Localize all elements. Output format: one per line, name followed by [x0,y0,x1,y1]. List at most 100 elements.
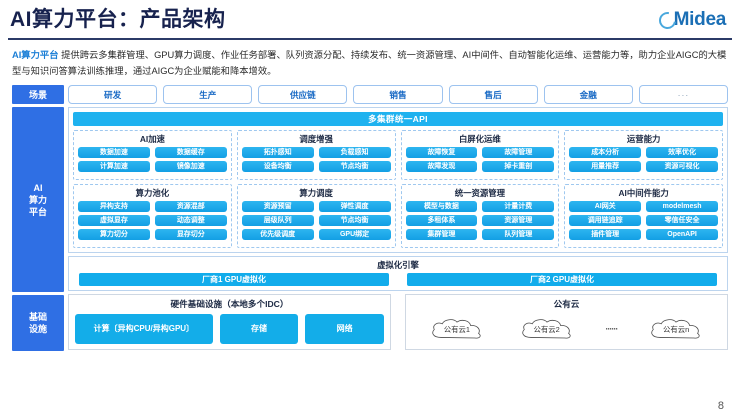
chip[interactable]: 显存切分 [154,229,227,240]
chip-group: 数据加速 数据缓存 计算加速 镜像加速 [78,147,227,172]
chip[interactable]: 节点均衡 [318,161,391,172]
tab-rd[interactable]: 研发 [68,85,158,104]
header-divider [8,38,732,40]
chip[interactable]: 成本分析 [569,147,642,158]
public-cloud-title: 公有云 [553,299,580,309]
chip[interactable]: 集群管理 [405,229,478,240]
chip[interactable]: 资源预留 [241,201,314,212]
chip[interactable]: 镜像加速 [154,161,227,172]
brand-logo-text: Midea [673,9,727,30]
card-title: 调度增强 [299,134,333,144]
page-number: 8 [717,400,724,412]
chip-group: 模型与数据 计量计费 多租体系 资源管理 集群管理 队列管理 [405,201,555,240]
chip-group: 资源预留 弹性调度 层级队列 节点均衡 优先级调度 GPU绑定 [241,201,391,240]
chip[interactable]: 故障管理 [482,147,555,158]
chip[interactable]: 故障恢复 [405,147,478,158]
tab-finance[interactable]: 金融 [543,85,633,104]
rail-label-infrastructure: 基础 设施 [12,295,64,351]
capability-card-operations: 运营能力 成本分析 效率优化 用量推荐 资源可视化 [564,130,723,180]
rail-platform-line-2: 算力 [28,194,47,205]
chip-group: 成本分析 效率优化 用量推荐 资源可视化 [569,147,718,172]
virtualization-items: 厂商1 GPU虚拟化 厂商2 GPU虚拟化 [79,273,717,286]
slide-header: AI算力平台：产品架构 Midea [0,0,740,38]
virtualization-title: 虚拟化引擎 [377,260,419,270]
chip[interactable]: 掉卡重剖 [482,161,555,172]
architecture-body: 场景 AI 算力 平台 基础 设施 研发 生产 供应链 [12,85,728,351]
tab-sales[interactable]: 销售 [353,85,443,104]
infrastructure-row: 硬件基础设施（本地多个IDC） 计算〔异构CPU/异构GPU〕 存储 网络 公有… [68,294,728,350]
hardware-chip-network[interactable]: 网络 [305,314,385,344]
chip-group: AI网关 modelmesh 调用链追踪 零信任安全 插件管理 OpenAPI [569,201,718,240]
chip[interactable]: 资源混部 [154,201,227,212]
page-title: AI算力平台：产品架构 [10,8,226,31]
tab-production[interactable]: 生产 [163,85,253,104]
capability-card-scheduling-enhancement: 调度增强 拓扑感知 负载感知 设备均衡 节点均衡 [236,130,396,180]
layer-panes: 研发 生产 供应链 销售 售后 金融 ··· 多集群统一API AI加速 数据加… [68,85,728,351]
tab-more[interactable]: ··· [638,85,728,104]
chip[interactable]: 模型与数据 [405,201,478,212]
virtualization-vendor-1[interactable]: 厂商1 GPU虚拟化 [79,273,389,286]
virtualization-vendor-2[interactable]: 厂商2 GPU虚拟化 [407,273,717,286]
chip[interactable]: 数据加速 [78,147,150,158]
chip[interactable]: 用量推荐 [569,161,642,172]
layer-rail: 场景 AI 算力 平台 基础 设施 [12,85,64,351]
hardware-chip-compute[interactable]: 计算〔异构CPU/异构GPU〕 [75,314,213,344]
chip[interactable]: 计量计费 [482,201,555,212]
chip[interactable]: 负载感知 [318,147,391,158]
platform-capability-box: 多集群统一API AI加速 数据加速 数据缓存 计算加速 镜像加速 [68,107,728,253]
capability-card-ai-acceleration: AI加速 数据加速 数据缓存 计算加速 镜像加速 [73,130,232,180]
tab-after-sales[interactable]: 售后 [448,85,538,104]
chip[interactable]: 多租体系 [405,215,478,226]
card-title: 算力调度 [299,188,333,198]
chip[interactable]: 零信任安全 [646,215,718,226]
card-title: AI加速 [139,134,165,144]
tab-supply-chain[interactable]: 供应链 [258,85,348,104]
chip[interactable]: 数据缓存 [154,147,227,158]
chip[interactable]: 故障发现 [405,161,478,172]
scenario-tabs: 研发 生产 供应链 销售 售后 金融 ··· [68,85,728,104]
cloud-label: 公有云1 [443,324,471,334]
chip[interactable]: 设备均衡 [241,161,314,172]
public-cloud-ellipsis: ······ [605,324,618,334]
chip[interactable]: 调用链追踪 [569,215,642,226]
chip[interactable]: 队列管理 [482,229,555,240]
chip[interactable]: 算力切分 [78,229,150,240]
rail-label-platform: AI 算力 平台 [12,107,64,292]
chip[interactable]: AI网关 [569,201,642,212]
capability-grid: AI加速 数据加速 数据缓存 计算加速 镜像加速 调度增强 拓扑感知 [73,130,723,248]
capability-card-unified-resource-mgmt: 统一资源管理 模型与数据 计量计费 多租体系 资源管理 集群管理 队列管理 [400,184,560,248]
intro-paragraph: AI算力平台 提供跨云多集群管理、GPU算力调度、作业任务部署、队列资源分配、持… [12,47,728,79]
chip[interactable]: 插件管理 [569,229,642,240]
cloud-icon [522,318,571,338]
public-cloud-1[interactable]: 公有云1 [426,317,488,342]
chip[interactable]: modelmesh [646,201,718,212]
chip[interactable]: 资源管理 [482,215,555,226]
rail-platform-line-3: 平台 [28,206,47,217]
chip[interactable]: 资源可视化 [646,161,718,172]
chip[interactable]: 虚拟显存 [78,215,150,226]
rail-infra-line-1: 基础 [28,312,47,322]
chip[interactable]: OpenAPI [646,229,718,240]
public-cloud-n[interactable]: 公有云n [645,317,707,342]
hardware-chip-storage[interactable]: 存储 [219,314,299,344]
chip-group: 拓扑感知 负载感知 设备均衡 节点均衡 [241,147,391,172]
chip[interactable]: 异构支持 [78,201,150,212]
chip[interactable]: 节点均衡 [318,215,391,226]
capability-card-compute-scheduling: 算力调度 资源预留 弹性调度 层级队列 节点均衡 优先级调度 GPU绑定 [236,184,396,248]
chip[interactable]: 动态调整 [154,215,227,226]
intro-lead: AI算力平台 [12,50,59,60]
chip[interactable]: 计算加速 [78,161,150,172]
card-title: 运营能力 [626,134,661,144]
chip[interactable]: 弹性调度 [318,201,391,212]
cloud-icon [432,318,481,338]
public-cloud-box: 公有云 公有云1 公有云2 [405,294,728,350]
chip[interactable]: 效率优化 [646,147,718,158]
hardware-chips: 计算〔异构CPU/异构GPU〕 存储 网络 [75,314,385,344]
capability-card-whitescreen-ops: 白屏化运维 故障恢复 故障管理 故障发现 掉卡重剖 [400,130,560,180]
chip[interactable]: 层级队列 [241,215,314,226]
chip[interactable]: 优先级调度 [241,229,314,240]
chip[interactable]: GPU绑定 [318,229,391,240]
public-cloud-2[interactable]: 公有云2 [516,317,578,342]
chip[interactable]: 拓扑感知 [241,147,314,158]
